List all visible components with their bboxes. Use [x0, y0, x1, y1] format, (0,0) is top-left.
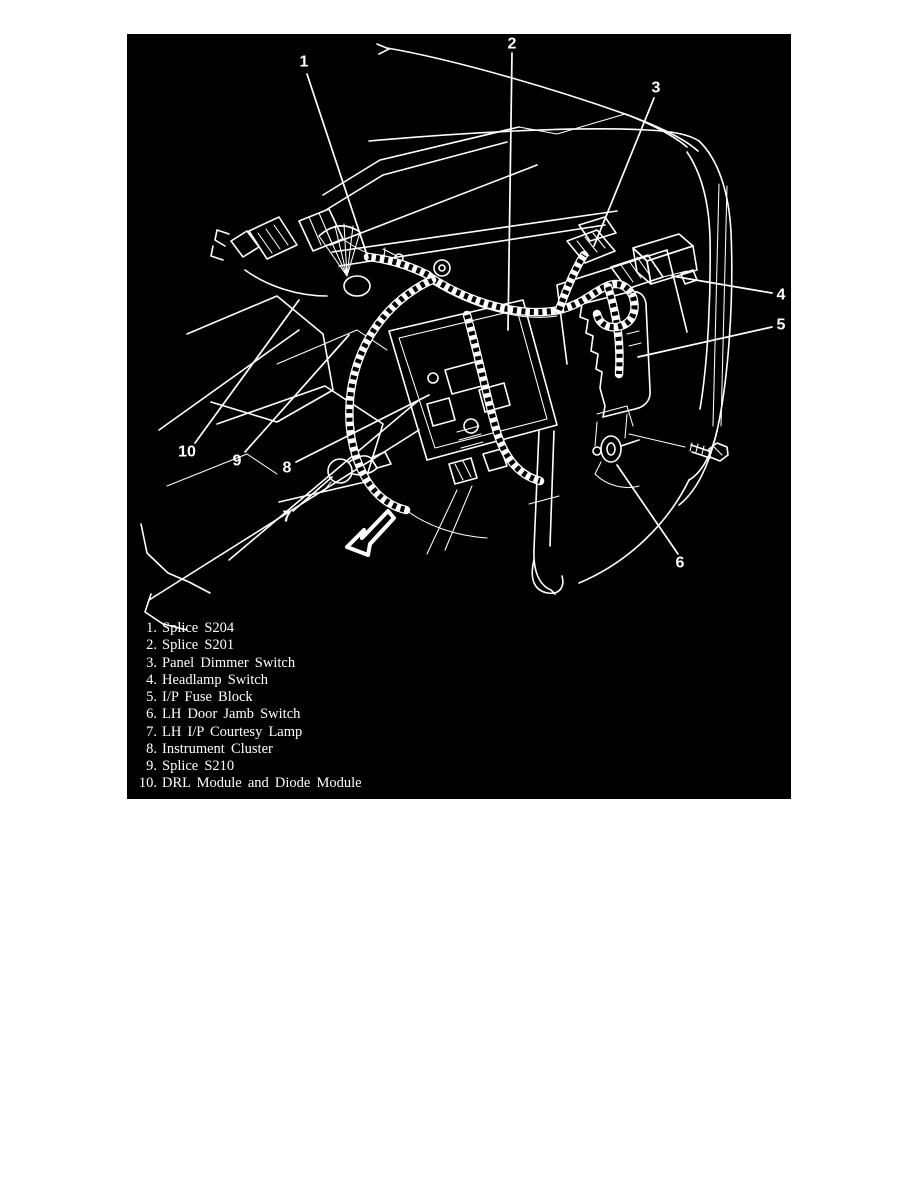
- legend-item-label: Panel Dimmer Switch: [162, 654, 296, 671]
- misc-trim-lines: [140, 295, 488, 631]
- legend-item-label: LH Door Jamb Switch: [162, 706, 301, 723]
- legend-item-number: 4.: [146, 671, 157, 688]
- callout-number-3: 3: [652, 80, 661, 97]
- screw-icon: [628, 433, 729, 462]
- legend-item: 1. Splice S204: [131, 620, 551, 637]
- door-jamb-switch-shape: [592, 405, 640, 489]
- legend-item-number: 5.: [146, 689, 157, 705]
- callout-number-7: 7: [283, 509, 292, 526]
- legend-item-label: DRL Module and Diode Module: [162, 775, 362, 792]
- callout-number-8: 8: [283, 460, 292, 477]
- legend-item-label: I/P Fuse Block: [162, 689, 253, 705]
- callout-number-2: 2: [508, 36, 517, 53]
- center-pillar-shape: [528, 430, 564, 595]
- callout-number-4: 4: [777, 287, 786, 304]
- legend-item-number: 9.: [146, 758, 157, 774]
- callout-number-5: 5: [777, 317, 786, 334]
- instrument-panel-lines: [322, 113, 626, 267]
- legend-item-label: Splice S204: [162, 620, 235, 636]
- dash-outline: [368, 43, 733, 584]
- legend-item-number: 1.: [146, 620, 157, 636]
- legend-item-label: Instrument Cluster: [162, 740, 273, 757]
- legend-item: 5. I/P Fuse Block: [131, 689, 551, 706]
- callout-numbers: 1 2 3 4 5 6 7 8 9 10: [178, 36, 785, 572]
- legend: 1. Splice S204 2. Splice S201 3. Panel D…: [131, 620, 551, 793]
- legend-item-label: Splice S201: [162, 637, 235, 654]
- view-direction-arrow-icon: [345, 509, 396, 557]
- legend-item: 6. LH Door Jamb Switch: [131, 706, 551, 723]
- diagram-artwork: 1 2 3 4 5 6 7 8 9 10: [140, 36, 786, 631]
- legend-item-number: 6.: [146, 706, 157, 723]
- legend-item: 10. DRL Module and Diode Module: [131, 775, 551, 792]
- instrument-cluster-shape: [388, 299, 558, 485]
- legend-item-label: Headlamp Switch: [162, 671, 268, 688]
- legend-item-label: Splice S210: [162, 758, 235, 774]
- callout-number-6: 6: [676, 555, 685, 572]
- wiring-harness-tubes: [349, 255, 634, 510]
- legend-item: 3. Panel Dimmer Switch: [131, 655, 551, 672]
- legend-item-label: LH I/P Courtesy Lamp: [162, 723, 303, 740]
- component-location-diagram: 1 2 3 4 5 6 7 8 9 10 1. Splice S204 2. S…: [127, 34, 791, 799]
- legend-item: 7. LH I/P Courtesy Lamp: [131, 724, 551, 741]
- legend-item: 9. Splice S210: [131, 758, 551, 775]
- callout-number-1: 1: [300, 54, 309, 71]
- legend-item: 8. Instrument Cluster: [131, 741, 551, 758]
- legend-item-number: 10.: [138, 775, 157, 792]
- legend-item: 2. Splice S201: [131, 637, 551, 654]
- callout-leader-lines: [194, 52, 773, 555]
- legend-item: 4. Headlamp Switch: [131, 672, 551, 689]
- dimmer-switch-shape: [566, 216, 617, 264]
- legend-item-number: 7.: [146, 723, 157, 740]
- legend-item-number: 3.: [146, 654, 157, 671]
- splice-fan: [318, 223, 371, 297]
- headlamp-switch-shape: [610, 233, 698, 290]
- callout-number-9: 9: [233, 453, 242, 470]
- legend-item-number: 2.: [146, 637, 157, 654]
- callout-number-10: 10: [178, 444, 196, 461]
- legend-item-number: 8.: [146, 740, 157, 757]
